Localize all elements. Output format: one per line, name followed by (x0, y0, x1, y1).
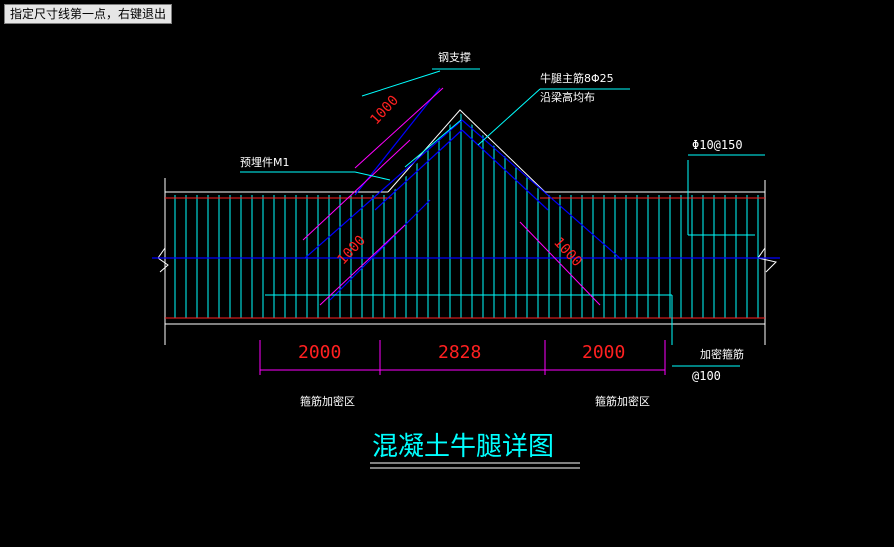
corbel-rebar (265, 119, 755, 345)
dense-stirrup-spacing: @100 (692, 369, 721, 383)
longitudinal-bars (165, 197, 765, 319)
main-bars (152, 87, 780, 301)
dim-bottom-right: 2000 (582, 342, 625, 363)
command-prompt: 指定尺寸线第一点，右键退出 (4, 4, 173, 24)
steel-brace-label: 钢支撑 (438, 50, 471, 64)
stirrup-zone-left-label: 箍筋加密区 (300, 394, 355, 408)
concrete-outline (164, 109, 766, 345)
dim-right-diagonal: 1000 (550, 235, 585, 271)
dim-top-diagonal: 1000 (367, 92, 402, 128)
drawing-title: 混凝土牛腿详图 (372, 432, 554, 462)
stirrup-spacing-label: Φ10@150 (692, 138, 743, 152)
embedded-part-label: 预埋件M1 (240, 156, 290, 169)
dense-stirrup-label: 加密箍筋 (700, 347, 744, 361)
leader-lines (240, 68, 765, 367)
stirrup-lines (174, 113, 759, 318)
dim-bottom-left: 2000 (298, 342, 341, 363)
title-underline (370, 462, 580, 469)
dimension-lines (259, 87, 666, 375)
dim-bottom-middle: 2828 (438, 342, 481, 363)
stirrup-zone-right-label: 箍筋加密区 (595, 394, 650, 408)
corbel-main-bar-label: 牛腿主筋8Φ25 (540, 71, 614, 85)
corbel-main-bar-note: 沿梁高均布 (540, 90, 595, 104)
break-symbols (157, 247, 777, 273)
